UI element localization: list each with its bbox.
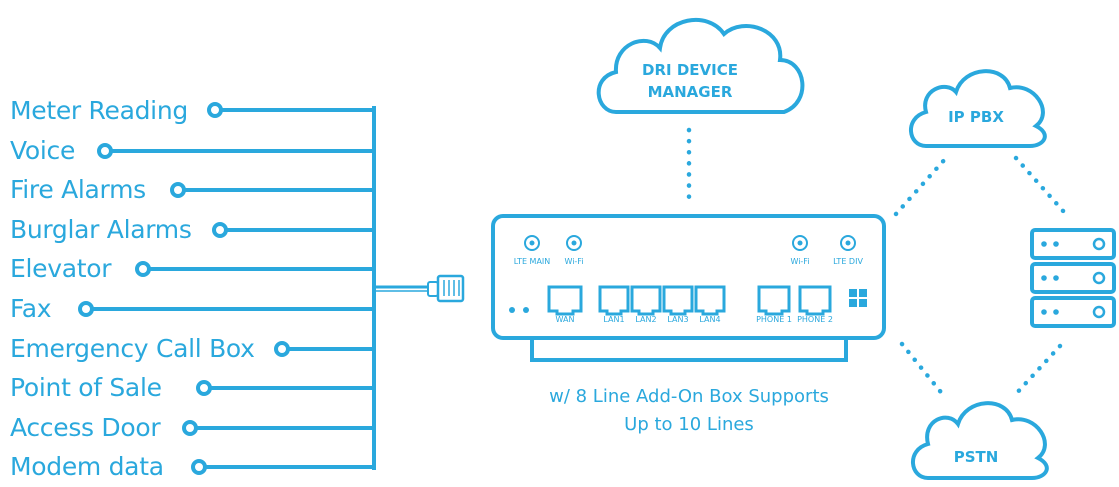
device-label: Modem data	[10, 452, 164, 481]
port-lan1: LAN1	[598, 285, 630, 324]
antenna-icon	[524, 235, 540, 251]
antenna-label-lte-main: LTE MAIN	[514, 257, 551, 266]
router-body	[491, 214, 886, 340]
server-stack-icon	[1030, 228, 1116, 328]
port-label: LAN3	[667, 315, 688, 324]
connector-dot-icon	[135, 261, 151, 277]
port-lan4: LAN4	[694, 285, 726, 324]
device-label: Voice	[10, 136, 75, 165]
device-item-emergency-call-box: Emergency Call Box	[10, 334, 374, 363]
device-item-point-of-sale: Point of Sale	[10, 373, 374, 402]
port-phone2: PHONE 2	[797, 285, 833, 324]
port-phone1: PHONE 1	[756, 285, 792, 324]
device-item-burglar-alarms: Burglar Alarms	[10, 215, 374, 244]
dotted-link-server-pstn	[1011, 343, 1063, 399]
port-label: PHONE 1	[756, 315, 792, 324]
port-wan: WAN	[547, 285, 583, 324]
cloud-pstn: PSTN	[911, 401, 1049, 480]
cloud-icon	[909, 69, 1047, 148]
cloud-title-line2: MANAGER	[648, 83, 733, 101]
status-led	[523, 307, 529, 313]
connector-dot-icon	[196, 380, 212, 396]
port-label: PHONE 2	[797, 315, 833, 324]
connector-dot-icon	[212, 222, 228, 238]
device-item-fire-alarms: Fire Alarms	[10, 175, 374, 204]
antenna-icon	[566, 235, 582, 251]
caption-line1: w/ 8 Line Add-On Box Supports	[549, 386, 829, 407]
device-label: Emergency Call Box	[10, 334, 255, 363]
port-label: WAN	[556, 315, 575, 324]
antenna-label-lte-div: LTE DIV	[833, 257, 863, 266]
device-item-meter-reading: Meter Reading	[10, 96, 374, 125]
device-item-elevator: Elevator	[10, 254, 374, 283]
port-lan2: LAN2	[630, 285, 662, 324]
antenna-label-wifi: Wi-Fi	[564, 257, 583, 266]
router-stand	[530, 338, 848, 362]
connector-dot-icon	[78, 301, 94, 317]
caption-line2: Up to 10 Lines	[624, 414, 754, 435]
cloud-ip-pbx: IP PBX	[909, 69, 1047, 148]
rj45-plug-icon	[427, 274, 465, 303]
device-item-voice: Voice	[10, 136, 374, 165]
device-item-access-door: Access Door	[10, 413, 374, 442]
router-device: LTE MAIN Wi-Fi Wi-Fi LTE DIV WAN LAN1	[491, 214, 886, 362]
device-item-modem-data: Modem data	[10, 452, 374, 481]
port-label: LAN4	[699, 315, 720, 324]
device-label: Point of Sale	[10, 373, 162, 402]
port-lan3: LAN3	[662, 285, 694, 324]
dotted-link-router-pstn	[899, 341, 947, 399]
antenna-icon	[792, 235, 808, 251]
device-list: Meter Reading Voice Fire Alarms Burglar …	[10, 96, 428, 481]
connector-dot-icon	[274, 341, 290, 357]
cloud-device-manager: DRI DEVICE MANAGER	[596, 18, 805, 114]
device-label: Meter Reading	[10, 96, 188, 125]
cloud-title: IP PBX	[948, 108, 1004, 126]
windows-logo-icon	[849, 289, 867, 307]
dotted-link-router-pbx	[893, 155, 949, 217]
cloud-title-line1: DRI DEVICE	[642, 61, 738, 79]
device-label: Fire Alarms	[10, 175, 146, 204]
connector-dot-icon	[207, 102, 223, 118]
status-led	[509, 307, 515, 313]
connector-dot-icon	[191, 459, 207, 475]
device-label: Burglar Alarms	[10, 215, 192, 244]
cloud-icon	[911, 401, 1049, 480]
dotted-link-pbx-server	[1013, 155, 1067, 215]
device-label: Elevator	[10, 254, 112, 283]
port-label: LAN1	[603, 315, 624, 324]
connector-dot-icon	[170, 182, 186, 198]
cloud-title: PSTN	[954, 448, 999, 466]
antenna-label-wifi: Wi-Fi	[790, 257, 809, 266]
cloud-icon	[596, 18, 805, 114]
connector-dot-icon	[97, 143, 113, 159]
device-label: Access Door	[10, 413, 161, 442]
device-label: Fax	[10, 294, 51, 323]
device-item-fax: Fax	[10, 294, 374, 323]
port-label: LAN2	[635, 315, 656, 324]
connector-dot-icon	[182, 420, 198, 436]
antenna-icon	[840, 235, 856, 251]
